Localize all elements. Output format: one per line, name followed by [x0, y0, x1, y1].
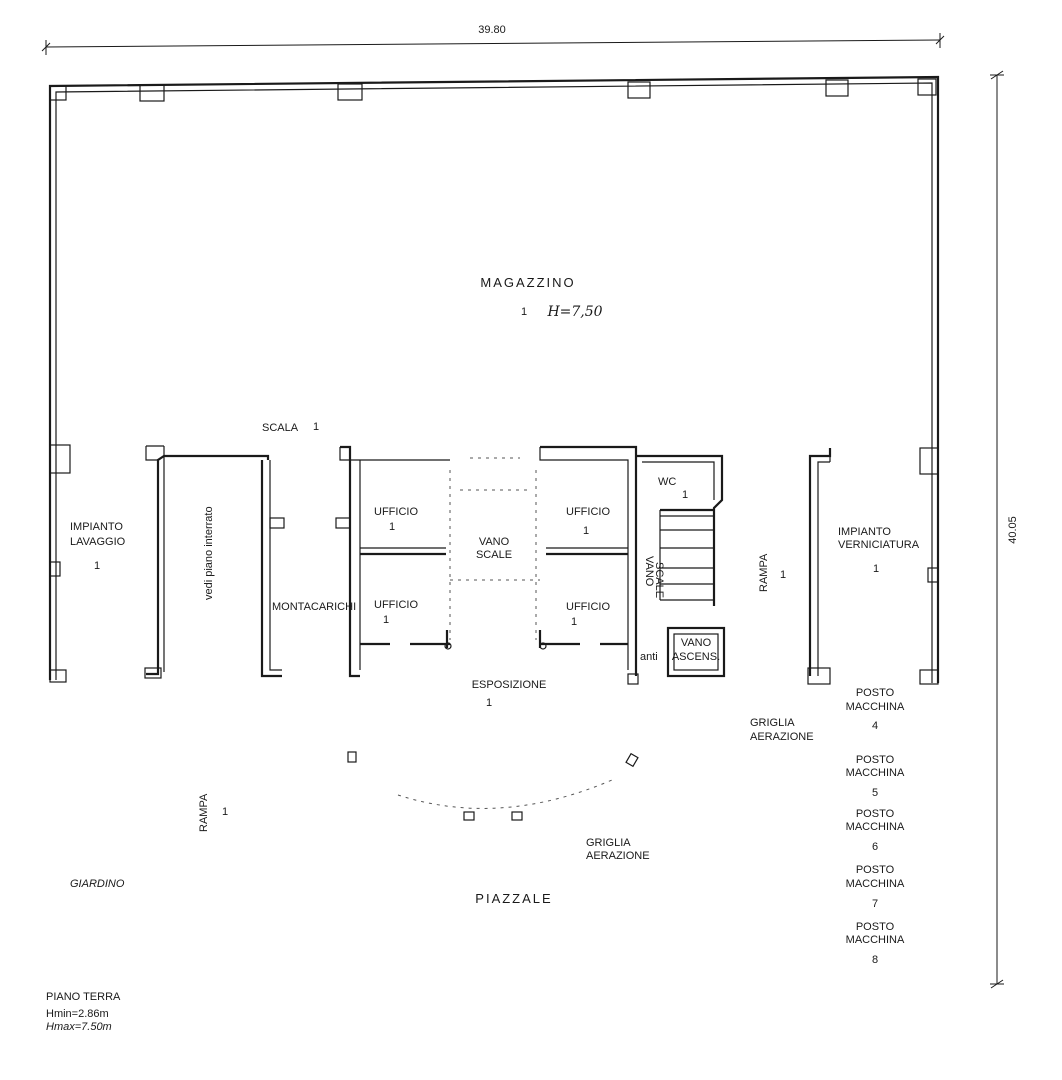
legend-title: PIANO TERRA: [46, 991, 121, 1003]
posto-7-line1: POSTO: [856, 864, 895, 876]
ufficio-bl-label: UFFICIO: [374, 599, 418, 611]
posto-8-line2: MACCHINA: [846, 934, 905, 946]
vano-scale-right-line1: VANO: [643, 556, 655, 587]
posto-5-num: 5: [872, 787, 878, 799]
posto-macchina-4: POSTO MACCHINA 4: [846, 687, 905, 732]
impianto-lavaggio-line2: LAVAGGIO: [70, 536, 126, 548]
legend-hmax: Hmax=7.50m: [46, 1021, 112, 1033]
posto-8-line1: POSTO: [856, 921, 895, 933]
giardino-label: GIARDINO: [70, 878, 125, 890]
impianto-lavaggio-line1: IMPIANTO: [70, 521, 123, 533]
posto-macchina-5: POSTO MACCHINA 5: [846, 754, 905, 799]
griglia-right-line2: AERAZIONE: [750, 731, 814, 743]
posto-7-num: 7: [872, 898, 878, 910]
magazzino-label: MAGAZZINO: [480, 275, 575, 290]
dimension-width-label: 39.80: [478, 24, 506, 36]
ufficio-tl-num: 1: [389, 521, 395, 533]
piazzale-label: PIAZZALE: [475, 891, 552, 906]
rampa-right-label: RAMPA: [758, 553, 770, 592]
ufficio-br-num: 1: [571, 616, 577, 628]
posto-4-num: 4: [872, 720, 878, 732]
vano-scale-center-line2: SCALE: [476, 549, 512, 561]
esposizione-num: 1: [486, 697, 492, 709]
posto-5-line2: MACCHINA: [846, 767, 905, 779]
impianto-verniciatura-line2: VERNICIATURA: [838, 539, 920, 551]
legend-hmin: Hmin=2.86m: [46, 1008, 109, 1020]
ufficio-tr-num: 1: [583, 525, 589, 537]
wc-num: 1: [682, 489, 688, 501]
rampa-left-label: RAMPA: [198, 793, 210, 832]
piazzale-arc: [347, 751, 639, 821]
posto-macchina-8: POSTO MACCHINA 8: [846, 921, 905, 966]
vano-scale-right-line2: SCALE: [653, 562, 665, 598]
esposizione-label: ESPOSIZIONE: [472, 679, 547, 691]
magazzino-num: 1: [521, 306, 527, 318]
posto-6-line1: POSTO: [856, 808, 895, 820]
wc-label: WC: [658, 476, 676, 488]
posto-7-line2: MACCHINA: [846, 878, 905, 890]
anti-label: anti: [640, 651, 658, 663]
impianto-lavaggio-num: 1: [94, 560, 100, 572]
scala-num: 1: [313, 421, 319, 433]
posto-5-line1: POSTO: [856, 754, 895, 766]
vedi-piano-label: vedi piano interrato: [203, 506, 215, 600]
ufficio-tl-label: UFFICIO: [374, 506, 418, 518]
rampa-left-num: 1: [222, 806, 228, 818]
legend: PIANO TERRA Hmin=2.86m Hmax=7.50m: [46, 991, 121, 1033]
vano-ascens-line2: ASCENS.: [672, 651, 720, 663]
posto-4-line2: MACCHINA: [846, 701, 905, 713]
dimension-width: 39.80: [41, 24, 945, 55]
dimension-height: 40.05: [990, 70, 1019, 989]
impianto-verniciatura-line1: IMPIANTO: [838, 526, 891, 538]
impianto-verniciatura-num: 1: [873, 563, 879, 575]
interior-walls: [144, 445, 832, 685]
griglia-center-line1: GRIGLIA: [586, 837, 631, 849]
scala-label: SCALA: [262, 422, 299, 434]
posto-macchina-7: POSTO MACCHINA 7: [846, 864, 905, 910]
posto-6-num: 6: [872, 841, 878, 853]
rampa-right-num: 1: [780, 569, 786, 581]
dimension-height-label: 40.05: [1007, 516, 1019, 544]
vano-ascens-line1: VANO: [681, 637, 712, 649]
posto-8-num: 8: [872, 954, 878, 966]
griglia-center-line2: AERAZIONE: [586, 850, 650, 862]
griglia-right-line1: GRIGLIA: [750, 717, 795, 729]
posto-4-line1: POSTO: [856, 687, 895, 699]
posto-macchina-6: POSTO MACCHINA 6: [846, 808, 905, 853]
ufficio-bl-num: 1: [383, 614, 389, 626]
posto-6-line2: MACCHINA: [846, 821, 905, 833]
vano-scale-center-line1: VANO: [479, 536, 510, 548]
montacarichi-label: MONTACARICHI: [272, 601, 356, 613]
magazzino-height-note: H=7,50: [546, 304, 602, 320]
ufficio-br-label: UFFICIO: [566, 601, 610, 613]
building-outline: [48, 75, 940, 685]
ufficio-tr-label: UFFICIO: [566, 506, 610, 518]
